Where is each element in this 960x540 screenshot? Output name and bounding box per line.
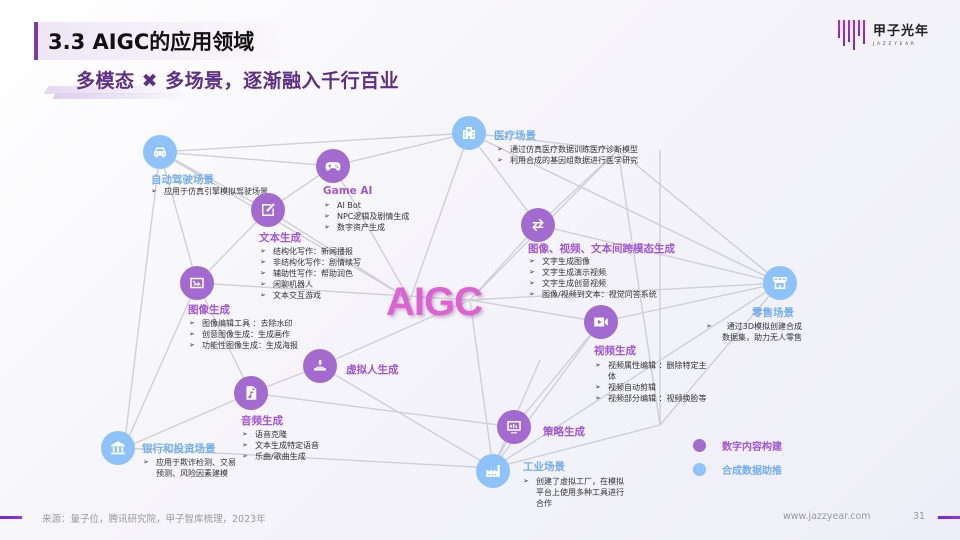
list-item: 图像/视频到文本：视觉问答系统 [529, 289, 699, 300]
bank-icon [101, 431, 135, 465]
node-title-industrial: 工业场景 [523, 461, 565, 473]
page-number: 31 [913, 511, 926, 522]
autonomous-driving-bullets: 应用于仿真引擎模拟驾驶场景 [151, 186, 279, 197]
node-title-medical: 医疗场景 [494, 130, 536, 142]
list-item: 应用于仿真引擎模拟驾驶场景 [151, 186, 279, 197]
audio-gen-bullets: 语音克隆 文本生成特定语音 乐曲/歌曲生成 [242, 429, 352, 462]
list-item: 创意图像生成：生成画作 [189, 329, 339, 340]
legend: 数字内容构建 合成数据助推 [693, 433, 782, 481]
list-item: NPC逻辑及剧情生成 [324, 211, 454, 222]
list-item: 文本交互游戏 [260, 290, 372, 301]
image-icon [180, 266, 214, 300]
brand-logo: 甲子光年 JAZZYEAR [838, 20, 929, 50]
text-gen-bullets: 结构化写作：新闻播报 非结构化写作：剧情续写 辅助性写作：帮助润色 闲聊机器人 … [260, 246, 372, 301]
retail-bullets: 通过3D模拟创建合成数据集，助力无人零售 [706, 321, 802, 343]
factory-icon [476, 454, 510, 488]
node-title-banking: 银行和投资场景 [142, 443, 216, 455]
swap-arrows-icon [521, 208, 555, 242]
list-item: 文字生成图像 [529, 256, 699, 267]
list-item: 辅助性写作：帮助润色 [260, 268, 372, 279]
list-item: 非结构化写作：剧情续写 [260, 257, 372, 268]
list-item: 闲聊机器人 [260, 279, 372, 290]
game-ai-bullets: AI Bot NPC逻辑及剧情生成 数字资产生成 [324, 200, 454, 233]
node-title-game-ai: Game AI [323, 185, 373, 197]
legend-item-synthetic-data: 合成数据助推 [693, 457, 782, 481]
cross-modal-bullets: 文字生成图像 文字生成演示视频 文字生成创意视频 图像/视频到文本：视觉问答系统 [529, 256, 699, 300]
node-title-image-gen: 图像生成 [188, 304, 230, 316]
list-item: 结构化写作：新闻播报 [260, 246, 372, 257]
list-item: 语音克隆 [242, 429, 352, 440]
medical-bullets: 通过仿真医疗数据训练医疗诊断模型 利用合成的基因组数据进行医学研究 [497, 144, 639, 166]
footer-accent-left [0, 516, 22, 519]
page-subtitle: 多模态 ✖ 多场景，逐渐融入千行百业 [76, 70, 400, 92]
legend-dot-purple-icon [693, 438, 706, 452]
list-item: 文本生成特定语音 [242, 440, 352, 451]
legend-item-digital-content: 数字内容构建 [693, 433, 782, 457]
gamepad-icon [316, 149, 350, 183]
monitor-chart-icon [497, 410, 531, 444]
list-item: 创建了虚拟工厂，在模拟平台上使用多种工具进行合作 [523, 476, 631, 509]
list-item: 文字生成创意视频 [529, 278, 699, 289]
node-title-text-gen: 文本生成 [259, 232, 301, 244]
node-title-audio-gen: 音频生成 [241, 415, 283, 427]
list-item: 乐曲/歌曲生成 [242, 451, 352, 462]
logo-subname: JAZZYEAR [873, 41, 917, 46]
list-item: 通过仿真医疗数据训练医疗诊断模型 [497, 144, 639, 155]
section-title-bar: 3.3 AIGC的应用领域 [34, 22, 284, 60]
music-file-icon [234, 376, 268, 410]
list-item: 通过3D模拟创建合成数据集，助力无人零售 [706, 321, 802, 343]
hospital-icon [452, 116, 486, 150]
legend-dot-blue-icon [693, 462, 706, 476]
list-item: 利用合成的基因组数据进行医学研究 [497, 155, 639, 166]
car-icon [143, 135, 177, 169]
list-item: 视频部分编辑 ：视频换脸等 [595, 393, 707, 404]
video-gen-bullets: 视频属性编辑 ：删除特定主体 视频自动剪辑 视频部分编辑 ：视频换脸等 [595, 360, 707, 404]
center-label-aigc: AIGC [386, 280, 483, 324]
list-item: 图像编辑工具 ：去除水印 [189, 318, 339, 329]
banking-bullets: 应用于欺诈检测、交易预测、风险因素建模 [143, 457, 243, 479]
avatar-icon [303, 349, 337, 383]
store-icon [763, 266, 797, 300]
list-item: 视频自动剪辑 [595, 382, 707, 393]
page-title: 3.3 AIGC的应用领域 [48, 30, 255, 54]
list-item: 视频属性编辑 ：删除特定主体 [595, 360, 707, 382]
logo-name: 甲子光年 [873, 24, 930, 39]
footer-accent-right [938, 516, 960, 519]
node-title-cross-modal: 图像、视频、文本间跨模态生成 [528, 243, 675, 255]
node-title-virtual-human: 虚拟人生成 [346, 364, 399, 376]
node-title-video-gen: 视频生成 [594, 345, 636, 357]
edit-icon [251, 193, 285, 227]
industrial-bullets: 创建了虚拟工厂，在模拟平台上使用多种工具进行合作 [523, 476, 631, 509]
footer-source: 来源：量子位，腾讯研究院，甲子智库梳理，2023年 [42, 514, 266, 525]
logo-bars-icon [838, 20, 865, 50]
node-title-retail: 零售场景 [752, 307, 794, 319]
legend-label: 合成数据助推 [722, 465, 782, 477]
list-item: 应用于欺诈检测、交易预测、风险因素建模 [143, 457, 243, 479]
list-item: 数字资产生成 [324, 222, 454, 233]
node-title-autonomous-driving: 自动驾驶场景 [151, 174, 214, 186]
list-item: 文字生成演示视频 [529, 267, 699, 278]
video-icon [584, 305, 618, 339]
list-item: AI Bot [324, 200, 454, 211]
image-gen-bullets: 图像编辑工具 ：去除水印 创意图像生成：生成画作 功能性图像生成：生成海报 [189, 318, 339, 351]
legend-label: 数字内容构建 [722, 441, 782, 453]
list-item: 功能性图像生成：生成海报 [189, 340, 339, 351]
footer-url[interactable]: www.jazzyear.com [783, 511, 871, 522]
node-title-strategy-gen: 策略生成 [543, 426, 585, 438]
